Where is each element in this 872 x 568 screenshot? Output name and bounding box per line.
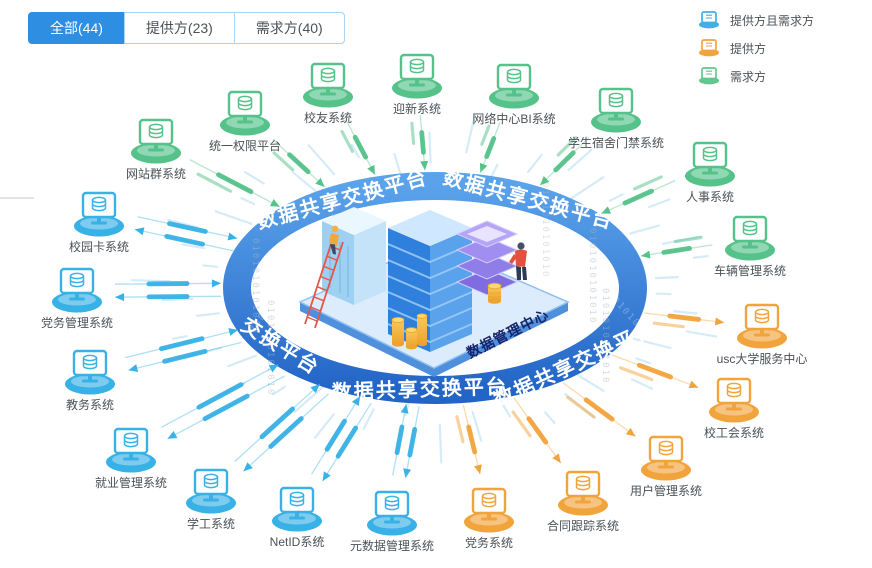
legend-item-both: 提供方且需求方: [697, 6, 814, 34]
tab-demander[interactable]: 需求方(40): [233, 12, 345, 44]
coins-icon: [391, 313, 428, 350]
database-monitor-icon: [641, 435, 691, 481]
database-monitor-icon: [725, 215, 775, 261]
svg-text:0101010101010: 0101010101010: [265, 300, 275, 396]
node-label: 校园卡系统: [68, 240, 129, 254]
legend: 提供方且需求方 提供方 需求方: [697, 6, 814, 90]
node-label: 网络中心BI系统: [472, 112, 556, 126]
system-node-demander-1[interactable]: 统一权限平台: [175, 90, 315, 154]
laptop-icon: [697, 11, 721, 29]
database-monitor-icon: [709, 377, 759, 423]
system-node-demander-6[interactable]: 人事系统: [640, 141, 780, 205]
legend-label: 提供方且需求方: [730, 13, 815, 28]
node-label: 校友系统: [303, 111, 352, 125]
node-label: 教务系统: [65, 398, 114, 412]
database-monitor-icon: [131, 118, 181, 164]
database-monitor-icon: [392, 53, 442, 99]
system-node-both-15[interactable]: 学工系统: [141, 468, 281, 532]
tab-provider[interactable]: 提供方(23): [123, 12, 235, 44]
legend-item-provider: 提供方: [697, 34, 814, 62]
edge-divider: [0, 197, 34, 199]
server-tower-left: [322, 207, 386, 305]
database-monitor-icon: [186, 468, 236, 514]
legend-label: 提供方: [730, 41, 767, 56]
coins-icon-small: [487, 282, 502, 304]
database-monitor-icon: [489, 63, 539, 109]
node-label: 学工系统: [186, 517, 235, 531]
database-monitor-icon: [52, 267, 102, 313]
laptop-icon: [697, 67, 721, 85]
node-label: 统一权限平台: [208, 139, 281, 153]
database-monitor-icon: [272, 486, 322, 532]
system-node-provider-11[interactable]: 合同跟踪系统: [513, 470, 653, 534]
node-label: 就业管理系统: [94, 476, 167, 490]
node-label: 党务管理系统: [40, 316, 113, 330]
system-node-both-19[interactable]: 校园卡系统: [29, 191, 169, 255]
svg-text:0101010101010: 0101010101010: [250, 238, 260, 334]
database-monitor-icon: [303, 62, 353, 108]
database-monitor-icon: [591, 87, 641, 133]
node-label: 元数据管理系统: [349, 539, 434, 553]
node-label: 车辆管理系统: [713, 264, 786, 278]
node-label: 校工会系统: [703, 426, 764, 440]
system-node-demander-2[interactable]: 校友系统: [258, 62, 398, 126]
system-node-provider-9[interactable]: 校工会系统: [664, 377, 804, 441]
standing-person: [509, 242, 527, 280]
node-label: 迎新系统: [392, 102, 441, 116]
data-center-illustration: 数据管理中心: [298, 207, 570, 377]
database-monitor-icon: [367, 490, 417, 536]
database-monitor-icon: [685, 141, 735, 187]
svg-text:0101010101010: 0101010101010: [600, 288, 610, 384]
system-node-demander-0[interactable]: 网站群系统: [86, 118, 226, 182]
exchange-ring: [223, 172, 647, 404]
system-node-demander-4[interactable]: 网络中心BI系统: [444, 63, 584, 127]
system-node-demander-7[interactable]: 车辆管理系统: [680, 215, 820, 279]
ladder-icon: [304, 237, 344, 329]
node-label: 合同跟踪系统: [546, 519, 619, 533]
ring-label-partial: 交换平台: [237, 313, 324, 380]
legend-label: 需求方: [730, 69, 767, 84]
system-node-demander-5[interactable]: 学生宿舍门禁系统: [546, 87, 686, 151]
database-monitor-icon: [65, 349, 115, 395]
node-label: 网站群系统: [125, 167, 186, 181]
laptop-icon: [697, 39, 721, 57]
system-node-both-13[interactable]: 元数据管理系统: [322, 490, 462, 554]
system-node-both-14[interactable]: NetID系统: [227, 486, 367, 550]
node-label: 人事系统: [685, 190, 734, 204]
database-monitor-icon: [106, 427, 156, 473]
system-node-provider-10[interactable]: 用户管理系统: [596, 435, 736, 499]
system-node-provider-8[interactable]: usc大学服务中心: [692, 303, 832, 367]
database-monitor-icon: [558, 470, 608, 516]
node-label: NetID系统: [269, 535, 325, 549]
climbing-person: [329, 225, 339, 255]
system-node-demander-3[interactable]: 迎新系统: [347, 53, 487, 117]
node-label: usc大学服务中心: [716, 352, 808, 366]
svg-text:0101010101010: 0101010101010: [587, 228, 597, 324]
server-stack-purple: [455, 220, 519, 296]
database-monitor-icon: [74, 191, 124, 237]
system-node-both-16[interactable]: 就业管理系统: [61, 427, 201, 491]
database-monitor-icon: [737, 303, 787, 349]
database-monitor-icon: [220, 90, 270, 136]
filter-tabs: 全部(44) 提供方(23) 需求方(40): [28, 12, 345, 44]
system-node-provider-12[interactable]: 党务系统: [419, 487, 559, 551]
node-label: 学生宿舍门禁系统: [567, 136, 664, 150]
system-node-both-18[interactable]: 党务管理系统: [7, 267, 147, 331]
node-label: 党务系统: [464, 536, 513, 550]
tab-all[interactable]: 全部(44): [28, 12, 125, 44]
connection-arrows: [114, 114, 725, 482]
system-node-both-17[interactable]: 教务系统: [20, 349, 160, 413]
svg-text:0101010101010: 0101010101010: [540, 182, 550, 278]
node-label: 用户管理系统: [629, 484, 702, 498]
database-monitor-icon: [464, 487, 514, 533]
legend-item-demander: 需求方: [697, 62, 814, 90]
